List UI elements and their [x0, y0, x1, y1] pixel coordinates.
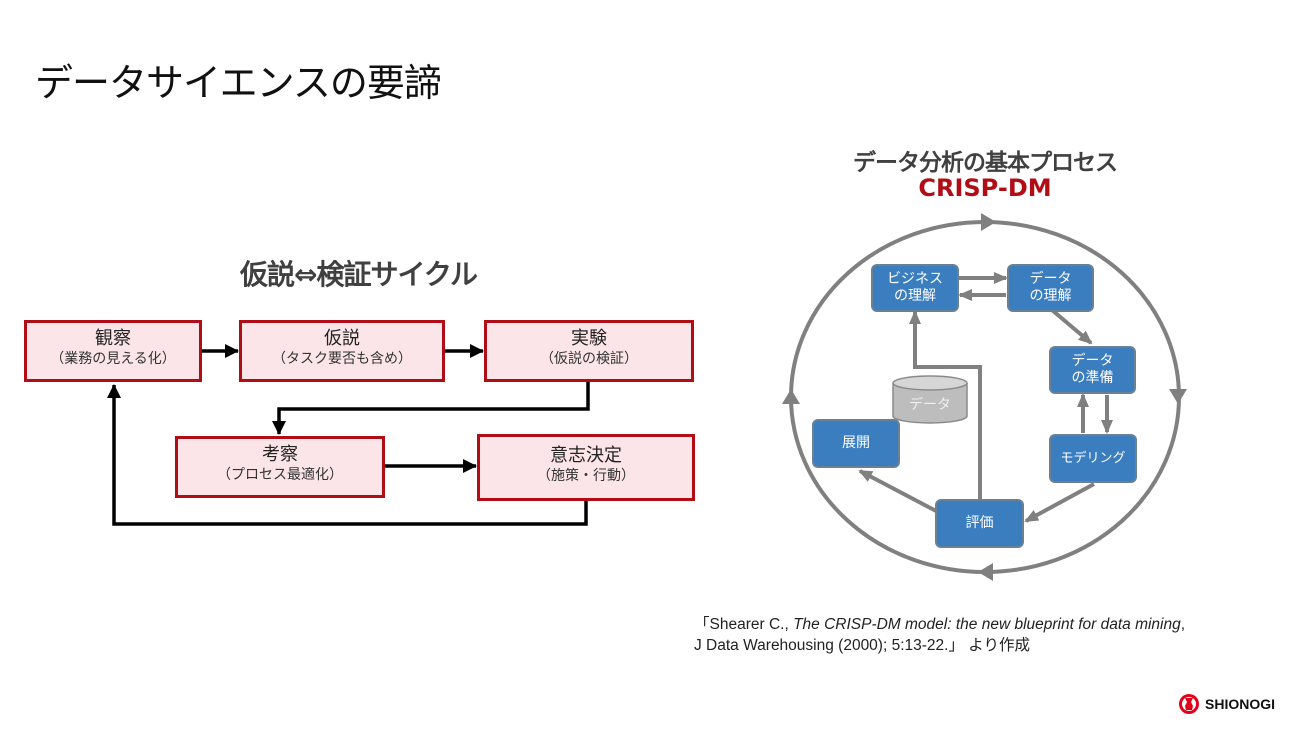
box-subtitle: （タスク要否も含め）: [272, 351, 412, 367]
box-title: 仮説: [324, 328, 360, 349]
ring-arrow-top-icon: [981, 213, 996, 231]
citation-line-1: 「Shearer C., The CRISP-DM model: the new…: [694, 614, 1185, 635]
arrow-evaluation-to-business: [909, 310, 982, 500]
crisp-title: データ分析の基本プロセス: [853, 150, 1118, 176]
box-title: 考察: [262, 444, 298, 465]
box-subtitle: （施策・行動）: [537, 468, 635, 484]
box-subtitle: （業務の見える化）: [50, 351, 176, 367]
arrow-evaluation-to-deployment: [858, 469, 939, 514]
node-line: の準備: [1071, 370, 1114, 386]
data-store-label: データ: [909, 397, 951, 413]
node-business-understanding: ビジネス の理解: [871, 264, 959, 312]
crisp-subtitle: CRISP-DM: [918, 174, 1052, 202]
node-line: 評価: [965, 515, 994, 531]
box-subtitle: （仮説の検証）: [540, 351, 638, 367]
cycle-box-decision: 意志決定 （施策・行動）: [477, 434, 695, 501]
citation-comma: ,: [1180, 616, 1186, 633]
node-data-preparation: データ の準備: [1049, 346, 1136, 394]
box-title: 観察: [95, 328, 131, 349]
citation-line-2: J Data Warehousing (2000); 5:13-22.」 より作…: [694, 637, 1030, 654]
arrow-decision-to-observe: [107, 384, 588, 526]
logo-text: SHIONOGI: [1205, 696, 1276, 712]
cycle-box-hypothesis: 仮説 （タスク要否も含め）: [239, 320, 445, 382]
cycle-title: 仮説⇔検証サイクル: [240, 258, 478, 291]
box-subtitle: （プロセス最適化）: [217, 467, 343, 483]
node-line: の理解: [1029, 288, 1072, 304]
node-data-understanding: データ の理解: [1007, 264, 1094, 312]
node-deployment: 展開: [812, 419, 900, 468]
citation-prefix: 「Shearer C.,: [694, 616, 794, 633]
arrow-experiment-to-consider: [272, 382, 590, 435]
ring-arrow-left-icon: [782, 389, 800, 404]
cycle-box-observe: 観察 （業務の見える化）: [24, 320, 202, 382]
data-store-cylinder: [892, 375, 968, 424]
node-modeling: モデリング: [1049, 434, 1137, 483]
arrow-modeling-to-evaluation: [1024, 482, 1095, 523]
node-line: データ: [1071, 353, 1114, 369]
shionogi-logo: SHIONOGI: [1178, 693, 1275, 715]
ring-arrow-bottom-icon: [978, 563, 993, 581]
cycle-arrows: [107, 344, 590, 526]
node-line: モデリング: [1060, 451, 1126, 466]
ring-arrow-right-icon: [1169, 389, 1187, 404]
node-line: ビジネス: [887, 271, 943, 287]
arrow-understanding-to-preparation: [1050, 308, 1093, 345]
node-line: 展開: [842, 435, 870, 451]
citation: 「Shearer C., The CRISP-DM model: the new…: [694, 614, 1185, 656]
node-line: データ: [1029, 271, 1072, 287]
shionogi-logo-icon: [1179, 694, 1199, 714]
box-title: 実験: [571, 328, 607, 349]
node-line: の理解: [894, 288, 936, 304]
page-title: データサイエンスの要諦: [35, 61, 442, 105]
cycle-box-experiment: 実験 （仮説の検証）: [484, 320, 694, 382]
citation-title: The CRISP-DM model: the new blueprint fo…: [793, 616, 1181, 633]
cycle-box-consider: 考察 （プロセス最適化）: [175, 436, 385, 498]
node-evaluation: 評価: [935, 499, 1024, 548]
box-title: 意志決定: [550, 445, 622, 466]
